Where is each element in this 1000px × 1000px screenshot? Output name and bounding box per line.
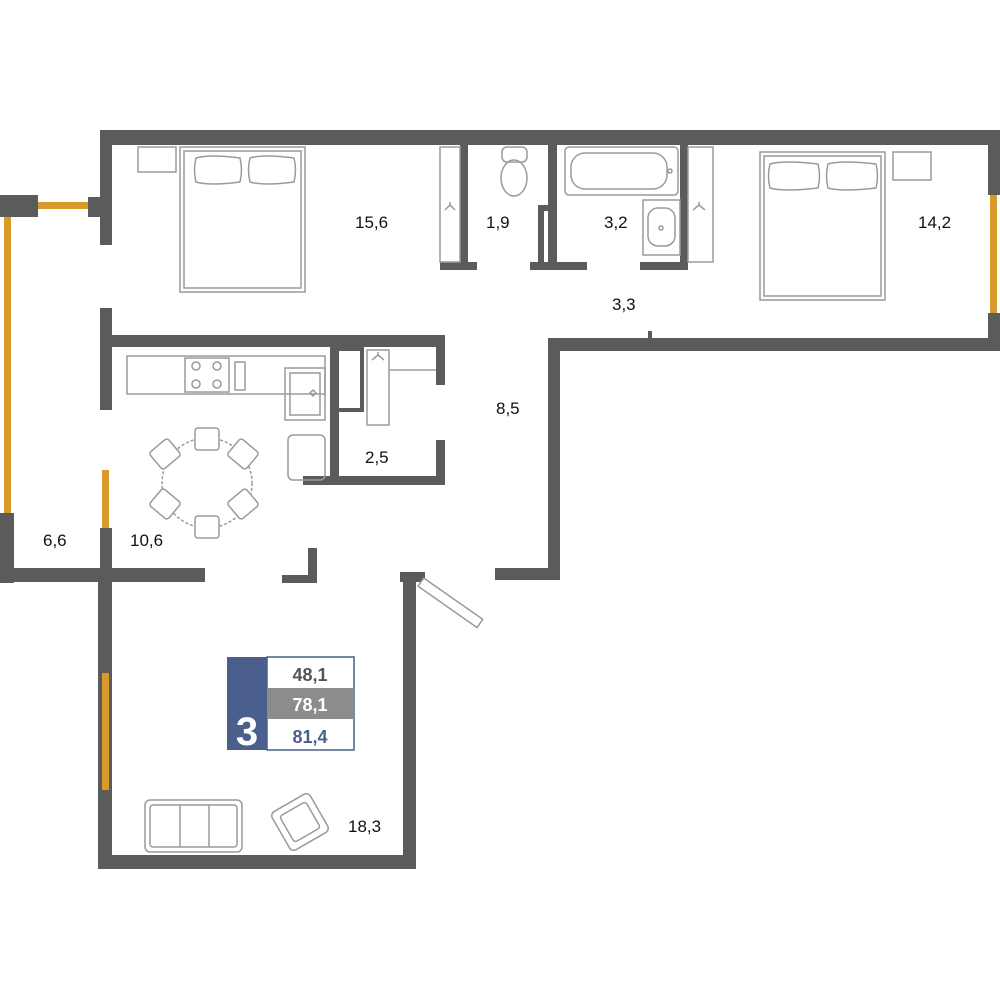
bed-icon [179,146,306,293]
area-with-balcony-value: 81,4 [292,727,327,747]
area-summary: 3 48,1 78,1 81,4 [227,656,355,754]
wardrobe-icon [439,146,461,263]
hanger-icon [366,349,436,426]
total-area-value: 78,1 [292,695,327,715]
balcony-window-top [38,202,88,209]
room-area-corridor: 3,3 [612,295,636,314]
fridge-icon [287,434,326,481]
room-area-toilet: 1,9 [486,213,510,232]
room-area-wardrobe: 2,5 [365,448,389,467]
kitchen-window [102,470,109,528]
living-window [102,673,109,798]
living-area-value: 48,1 [292,665,327,685]
room-area-bedroom-2: 14,2 [918,213,951,232]
sink-icon [642,199,681,256]
armchair-icon [271,793,329,851]
stove-sink-icon [284,367,326,421]
toilet-icon [500,146,528,197]
rooms-count-badge [227,657,267,750]
dining-table-icon [149,427,259,539]
windows [4,195,997,868]
rooms-count: 3 [236,710,258,754]
bathtub-icon [564,146,679,196]
closet-icon [687,146,714,263]
bed-icon [759,151,886,301]
room-area-kitchen: 10,6 [130,531,163,550]
door-icon [416,576,484,629]
room-area-bedroom-1: 15,6 [355,213,388,232]
room-labels: 15,6 1,9 3,2 14,2 3,3 8,5 2,5 6,6 10,6 1… [43,213,951,836]
sofa-icon [144,799,243,853]
walls [0,130,1000,869]
nightstand-icon [137,146,177,173]
bedroom2-window [990,195,997,313]
balcony-window-left [4,217,11,513]
room-area-hall: 8,5 [496,399,520,418]
room-area-balcony: 6,6 [43,531,67,550]
kitchen-counter-icon [126,355,326,395]
room-area-living-room: 18,3 [348,817,381,836]
nightstand-icon [892,151,932,181]
room-area-bathroom: 3,2 [604,213,628,232]
